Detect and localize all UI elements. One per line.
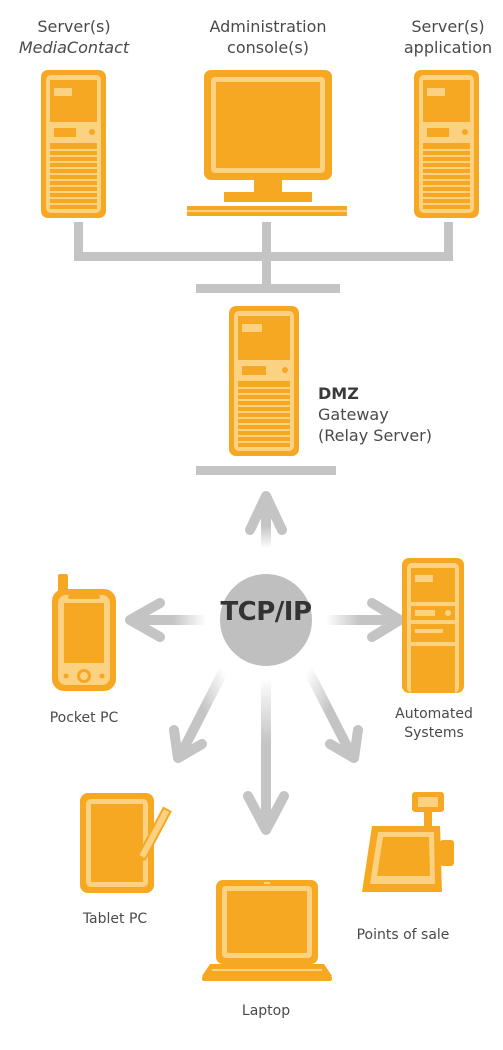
server-mediacontact-label: Server(s) MediaContact xyxy=(0,16,148,58)
tablet-pc-text: Tablet PC xyxy=(82,911,148,927)
server-tower-icon xyxy=(229,306,299,456)
gateway-base-bar xyxy=(196,466,336,475)
automated-systems-line1: Automated xyxy=(395,706,473,722)
arrow-icon xyxy=(243,678,289,835)
arrow-icon xyxy=(125,598,206,642)
server-tower-icon xyxy=(402,558,464,693)
automated-systems-label: Automated Systems xyxy=(378,705,490,743)
laptop-label: Laptop xyxy=(220,1002,312,1021)
dmz-gateway-line1: Gateway xyxy=(318,405,389,424)
arrow-icon xyxy=(245,491,287,548)
admin-console-line1: Administration xyxy=(209,17,327,36)
admin-console-label: Administration console(s) xyxy=(180,16,356,58)
tablet-pc-label: Tablet PC xyxy=(60,910,170,929)
points-of-sale-label: Points of sale xyxy=(340,926,466,945)
server-mediacontact-line1: Server(s) xyxy=(37,17,111,36)
dmz-gateway-line2: (Relay Server) xyxy=(318,426,432,445)
pocket-pc-label: Pocket PC xyxy=(20,709,148,728)
automated-systems-line2: Systems xyxy=(404,725,464,741)
server-bus-connector xyxy=(74,222,453,293)
tcp-ip-hub xyxy=(220,574,312,666)
server-tower-icon xyxy=(414,70,479,218)
arrow-icon xyxy=(169,667,229,763)
pocket-pc-icon xyxy=(52,574,116,691)
arrow-icon xyxy=(326,598,405,642)
dmz-gateway-label: DMZ Gateway (Relay Server) xyxy=(318,383,432,446)
admin-console-line2: console(s) xyxy=(227,38,309,57)
server-application-line1: Server(s) xyxy=(411,17,485,36)
cash-register-icon xyxy=(362,792,454,892)
laptop-text: Laptop xyxy=(241,1003,291,1019)
pocket-pc-text: Pocket PC xyxy=(49,710,119,726)
server-tower-icon xyxy=(41,70,106,218)
tcp-ip-label: TCP/IP xyxy=(220,597,312,627)
server-application-line2: application xyxy=(403,38,493,57)
laptop-icon xyxy=(202,880,332,981)
server-mediacontact-line2: MediaContact xyxy=(18,38,130,57)
arrow-icon xyxy=(303,667,363,763)
points-of-sale-text: Points of sale xyxy=(356,927,450,943)
tablet-pc-icon xyxy=(80,793,172,893)
dmz-title: DMZ xyxy=(318,384,359,403)
server-application-label: Server(s) application xyxy=(393,16,503,58)
monitor-icon xyxy=(187,70,347,216)
